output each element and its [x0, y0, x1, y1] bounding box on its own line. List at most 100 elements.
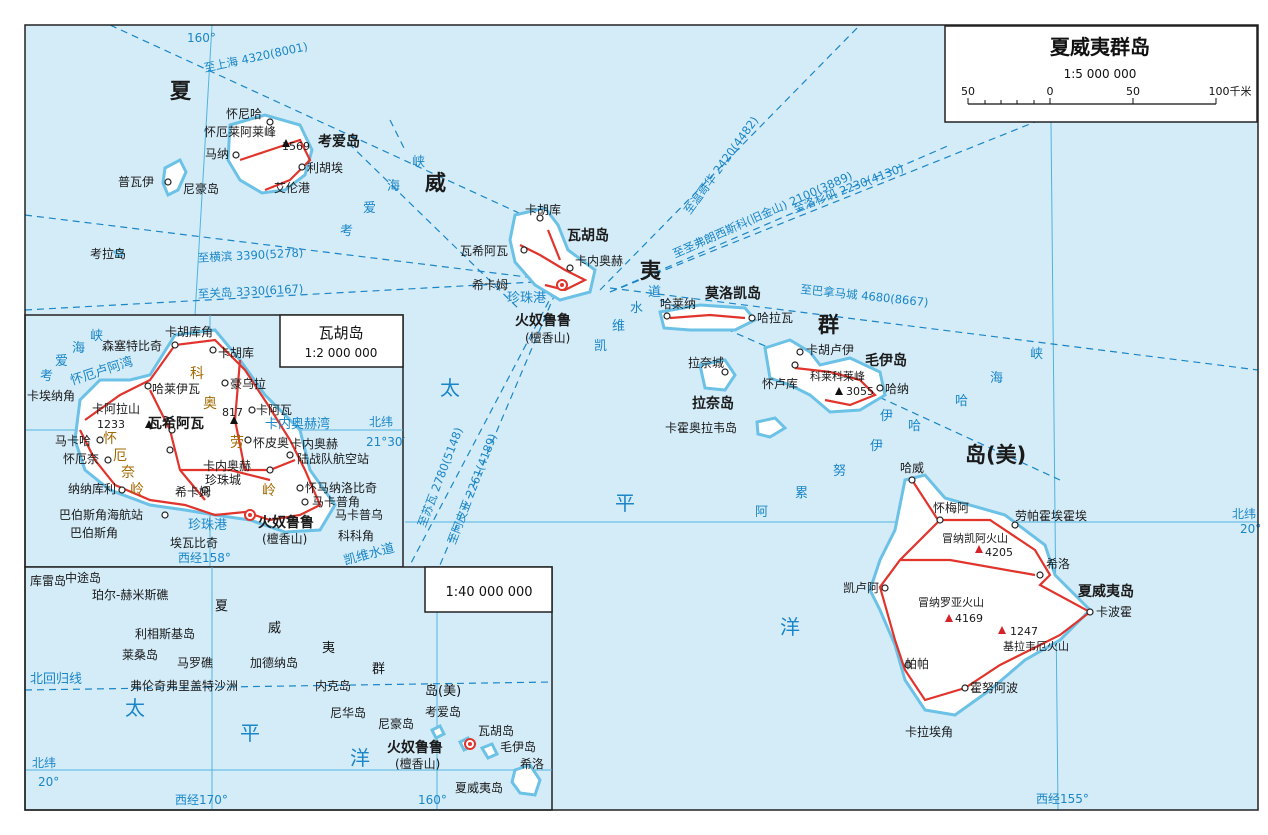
map-scale: 1:5 000 000	[1064, 67, 1137, 81]
svg-text:(檀香山): (檀香山)	[525, 330, 570, 345]
svg-text:(檀香山): (檀香山)	[395, 756, 440, 771]
svg-text:火奴鲁鲁: 火奴鲁鲁	[258, 514, 314, 531]
maui-label: 毛伊岛	[865, 352, 907, 369]
svg-text:哈莱伊瓦: 哈莱伊瓦	[152, 382, 200, 396]
svg-text:至横滨 3390(5278): 至横滨 3390(5278)	[197, 245, 303, 265]
svg-text:20°: 20°	[38, 775, 59, 789]
svg-text:洋: 洋	[350, 746, 370, 770]
svg-text:哈: 哈	[955, 394, 968, 409]
svg-text:科: 科	[190, 366, 204, 382]
kauai-island	[226, 113, 314, 195]
chain-inset-scale: 1:40 000 000	[445, 585, 532, 600]
svg-text:洋: 洋	[780, 615, 800, 639]
big-label-2: 威	[425, 171, 446, 195]
svg-text:马罗礁: 马罗礁	[177, 655, 213, 670]
svg-text:哈莱纳: 哈莱纳	[660, 297, 696, 311]
svg-text:1569: 1569	[282, 140, 310, 153]
svg-text:科科角: 科科角	[338, 529, 374, 543]
svg-text:太: 太	[125, 696, 145, 720]
svg-text:帕帕: 帕帕	[905, 656, 929, 671]
svg-text:海: 海	[72, 341, 85, 356]
cities-main	[164, 118, 1094, 692]
niihau-label: 尼豪岛	[183, 181, 219, 196]
svg-text:北纬: 北纬	[32, 756, 56, 770]
svg-text:利相斯基岛: 利相斯基岛	[135, 626, 195, 641]
svg-text:厄: 厄	[113, 448, 127, 464]
lanai-island	[698, 358, 737, 392]
svg-text:卡埃纳角: 卡埃纳角	[27, 389, 75, 403]
svg-text:加德纳岛: 加德纳岛	[250, 655, 298, 670]
svg-text:卡内奥赫: 卡内奥赫	[290, 437, 338, 451]
map-title: 夏威夷群岛	[1050, 35, 1150, 59]
svg-text:卡内奥赫湾: 卡内奥赫湾	[265, 416, 330, 432]
svg-text:瓦希阿瓦: 瓦希阿瓦	[148, 415, 204, 432]
svg-text:劳: 劳	[230, 435, 244, 451]
svg-text:50: 50	[961, 85, 975, 98]
svg-text:卡波霍: 卡波霍	[1096, 605, 1132, 619]
svg-text:豪乌拉: 豪乌拉	[230, 376, 266, 391]
svg-text:哈: 哈	[908, 419, 921, 434]
svg-text:北纬: 北纬	[1232, 507, 1256, 521]
big-label-3: 夷	[640, 259, 662, 283]
svg-text:岭: 岭	[130, 482, 144, 498]
svg-text:希洛: 希洛	[520, 756, 544, 771]
svg-text:卡胡库: 卡胡库	[218, 345, 254, 360]
svg-text:160°: 160°	[418, 793, 447, 807]
svg-text:1247: 1247	[1010, 625, 1038, 638]
svg-text:珍珠港: 珍珠港	[188, 518, 227, 533]
svg-text:道: 道	[648, 285, 661, 300]
svg-text:劳帕霍埃霍埃: 劳帕霍埃霍埃	[1015, 508, 1087, 523]
svg-text:岭: 岭	[262, 483, 276, 499]
oahu-inset: 瓦胡岛 1:2 000 000 卡胡库角 卡胡库 森塞特比奇 哈莱伊瓦 豪乌拉 …	[24, 314, 406, 569]
big-label-5: 岛(美)	[965, 443, 1026, 467]
svg-text:累: 累	[795, 486, 808, 501]
svg-text:平: 平	[615, 491, 635, 515]
svg-text:夏: 夏	[215, 599, 228, 614]
svg-text:峡: 峡	[1030, 347, 1043, 362]
svg-text:陆战队航空站: 陆战队航空站	[297, 451, 369, 466]
svg-text:尼豪岛: 尼豪岛	[378, 716, 414, 731]
svg-text:卡阿拉山: 卡阿拉山	[92, 401, 140, 416]
svg-text:马卡普角: 马卡普角	[312, 495, 360, 509]
svg-text:珍珠港: 珍珠港	[507, 291, 546, 306]
svg-text:伊: 伊	[870, 439, 883, 454]
svg-text:西经158°: 西经158°	[178, 551, 231, 565]
svg-text:瓦胡岛: 瓦胡岛	[478, 723, 514, 738]
svg-text:冒纳凯阿火山: 冒纳凯阿火山	[942, 532, 1008, 545]
chain-inset: 1:40 000 000 库雷岛 中途岛 珀尔-赫米斯礁 利相斯基岛 莱桑岛 马…	[24, 566, 553, 811]
svg-text:西经155°: 西经155°	[1036, 792, 1089, 806]
svg-text:中途岛: 中途岛	[65, 570, 101, 585]
svg-text:卡拉埃角: 卡拉埃角	[905, 724, 953, 739]
svg-text:哈纳: 哈纳	[885, 382, 909, 396]
svg-text:海: 海	[990, 371, 1003, 386]
svg-text:至关岛 3330(6167): 至关岛 3330(6167)	[197, 281, 303, 301]
title-box: 夏威夷群岛 1:5 000 000 50 0 50 100千米	[944, 25, 1258, 123]
svg-text:怀马纳洛比奇: 怀马纳洛比奇	[305, 480, 377, 495]
big-label-1: 夏	[170, 79, 192, 103]
kahoolawe-label: 卡霍奥拉韦岛	[665, 420, 737, 435]
svg-text:珀尔-赫米斯礁: 珀尔-赫米斯礁	[92, 587, 168, 602]
molokai-island	[658, 303, 758, 332]
svg-text:凯卢阿: 凯卢阿	[843, 580, 879, 595]
svg-text:卡胡卢伊: 卡胡卢伊	[806, 342, 854, 357]
svg-text:冒纳罗亚火山: 冒纳罗亚火山	[918, 596, 984, 609]
svg-text:火奴鲁鲁: 火奴鲁鲁	[515, 312, 571, 329]
svg-text:100千米: 100千米	[1209, 85, 1252, 98]
oahu-inset-scale: 1:2 000 000	[305, 346, 378, 360]
svg-text:水: 水	[630, 301, 643, 316]
svg-text:夏威夷岛: 夏威夷岛	[455, 780, 503, 795]
svg-text:怀厄奈: 怀厄奈	[63, 452, 99, 466]
oahu-inset-title: 瓦胡岛	[318, 324, 363, 342]
svg-text:夷: 夷	[322, 640, 335, 656]
svg-text:考: 考	[340, 224, 353, 239]
svg-text:平: 平	[240, 721, 260, 745]
svg-text:爱: 爱	[55, 354, 68, 369]
svg-text:卡内奥赫: 卡内奥赫	[575, 254, 623, 268]
svg-text:怀尼哈: 怀尼哈	[226, 107, 262, 121]
svg-text:奥: 奥	[203, 395, 217, 412]
svg-text:21°30′: 21°30′	[366, 435, 406, 449]
kaula-label: 考拉岛	[90, 246, 126, 261]
svg-text:伊: 伊	[880, 409, 893, 424]
svg-text:希卡姆: 希卡姆	[472, 277, 508, 292]
svg-text:20°: 20°	[1240, 522, 1261, 536]
